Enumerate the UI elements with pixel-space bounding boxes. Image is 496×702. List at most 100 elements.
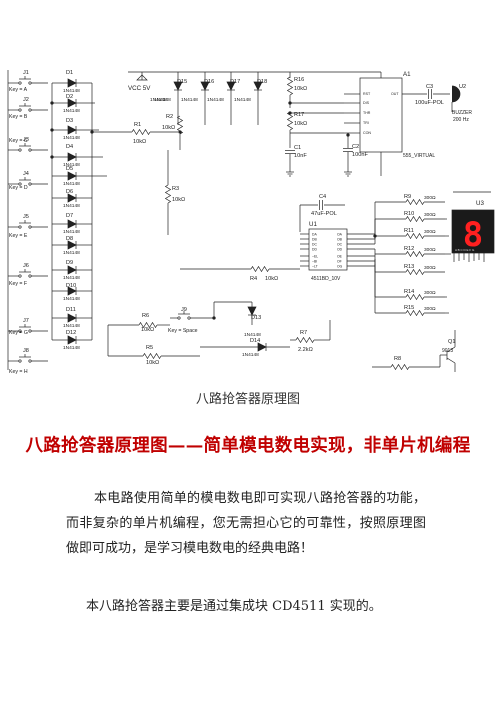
diode-part-label: 1N4148 <box>63 250 80 256</box>
diode-label: D2 <box>66 94 73 100</box>
diode-part-label: 1N4148 <box>63 323 80 329</box>
resistor-r16 <box>286 76 294 96</box>
resistor-value: 300Ω <box>424 290 436 296</box>
intro-paragraph: 本电路使用简单的模电数电即可实现八路抢答器的功能，而非复杂的单片机编程，您无需担… <box>66 491 426 556</box>
diode <box>67 219 77 229</box>
buzzer-symbol <box>451 85 461 103</box>
vcc-symbol <box>136 74 148 81</box>
ic-pin-label: ~BI <box>312 260 317 264</box>
diode-label: D14 <box>250 338 260 344</box>
diode <box>257 342 267 352</box>
resistor-label: R6 <box>142 313 149 319</box>
ic-label: A1 <box>403 71 411 78</box>
diode-part-label: 1N4148 <box>154 97 171 103</box>
diode <box>173 81 183 91</box>
diode-part-label: 1N4148 <box>63 108 80 114</box>
ic-555 <box>359 77 403 153</box>
display-pin-label: A B C D E F G <box>455 248 475 252</box>
diode <box>247 306 257 316</box>
key-switch-space <box>177 316 181 320</box>
capacitor-label: C2 <box>352 144 359 150</box>
resistor-value: 300Ω <box>424 195 436 201</box>
diode-label: D10 <box>66 283 76 289</box>
key-switch <box>18 108 22 112</box>
resistor-label: R16 <box>294 77 304 83</box>
resistor-value: 300Ω <box>424 306 436 312</box>
ic-part-label: 555_VIRTUAL <box>403 153 435 159</box>
switch-label: J3 <box>23 137 29 143</box>
switch-label: J5 <box>23 214 29 220</box>
ic-pin-label: OB <box>337 238 343 242</box>
buzzer-label: U2 <box>459 84 466 90</box>
resistor-value: 300Ω <box>424 265 436 271</box>
diode-part-label: 1N4148 <box>63 345 80 351</box>
diode <box>67 286 77 296</box>
resistor-value: 300Ω <box>424 212 436 218</box>
diode <box>67 171 77 181</box>
resistor-value: 10kΩ <box>172 197 185 203</box>
key-switch <box>18 359 22 363</box>
diode <box>200 81 210 91</box>
ic-pin-label: OC <box>337 243 343 247</box>
key-switch <box>18 225 22 229</box>
capacitor-label: C3 <box>426 84 433 90</box>
diode-label: D6 <box>66 189 73 195</box>
ic-pin-label: DA <box>312 233 317 237</box>
resistor-label: R2 <box>166 114 173 120</box>
diode-part-label: 1N4148 <box>244 332 261 338</box>
resistor-r5 <box>142 352 162 360</box>
ic-pin-label: TRI <box>363 121 369 125</box>
resistor-value: 10kΩ <box>141 327 154 333</box>
vcc-label: VCC 5V <box>128 85 151 92</box>
resistor-label: R1 <box>134 122 141 128</box>
diode-part-label: 1N4148 <box>63 229 80 235</box>
display-label: U3 <box>476 200 484 207</box>
diode <box>67 78 77 88</box>
diode-part-label: 1N4148 <box>234 97 251 103</box>
diode-label: D18 <box>257 79 267 85</box>
key-label: Key = E <box>9 233 28 239</box>
key-switch <box>18 81 22 85</box>
ic-pin-label: OE <box>337 255 343 259</box>
ic-pin-label: OG <box>337 265 343 269</box>
diode-label: D5 <box>66 166 73 172</box>
diode-label: D12 <box>66 330 76 336</box>
ic-pin-label: CON <box>363 131 371 135</box>
switch-label: J6 <box>23 263 29 269</box>
transistor-label: Q1 <box>448 339 455 345</box>
resistor-value: 300Ω <box>424 229 436 235</box>
key-switch <box>18 148 22 152</box>
key-switch <box>18 329 22 333</box>
diode-label: D16 <box>204 79 214 85</box>
resistor-r1 <box>131 128 151 136</box>
resistor-r8 <box>390 363 410 371</box>
resistor-value: 10kΩ <box>133 139 146 145</box>
resistor-segment <box>405 293 425 301</box>
ic-pin-label: ~LT <box>312 265 318 269</box>
capacitor-value: 100nF <box>352 152 368 158</box>
diode-part-label: 1N4148 <box>63 88 80 94</box>
chip-paragraph: 本八路抢答器主要是通过集成块 CD4511 实现的。 <box>86 599 382 614</box>
resistor-segment <box>405 309 425 317</box>
resistor-label: R10 <box>404 211 414 217</box>
diode-label: D17 <box>230 79 240 85</box>
diode-part-label: 1N4148 <box>63 135 80 141</box>
diode-label: D8 <box>66 236 73 242</box>
diode <box>67 125 77 135</box>
resistor-label: R5 <box>146 345 153 351</box>
diode <box>67 240 77 250</box>
ic-pin-label: DB <box>312 238 317 242</box>
key-label: Key = Space <box>168 328 198 334</box>
key-label: Key = A <box>9 87 28 93</box>
ic-pin-label: RST <box>363 92 371 96</box>
capacitor-label: C1 <box>294 145 301 151</box>
resistor-label: R17 <box>294 112 304 118</box>
seven-segment-display <box>451 209 495 254</box>
resistor-segment <box>405 250 425 258</box>
diode-part-label: 1N4148 <box>242 352 259 358</box>
resistor-label: R11 <box>404 228 414 234</box>
resistor-r6 <box>138 321 158 329</box>
key-switch <box>18 182 22 186</box>
resistor-value: 300Ω <box>424 247 436 253</box>
